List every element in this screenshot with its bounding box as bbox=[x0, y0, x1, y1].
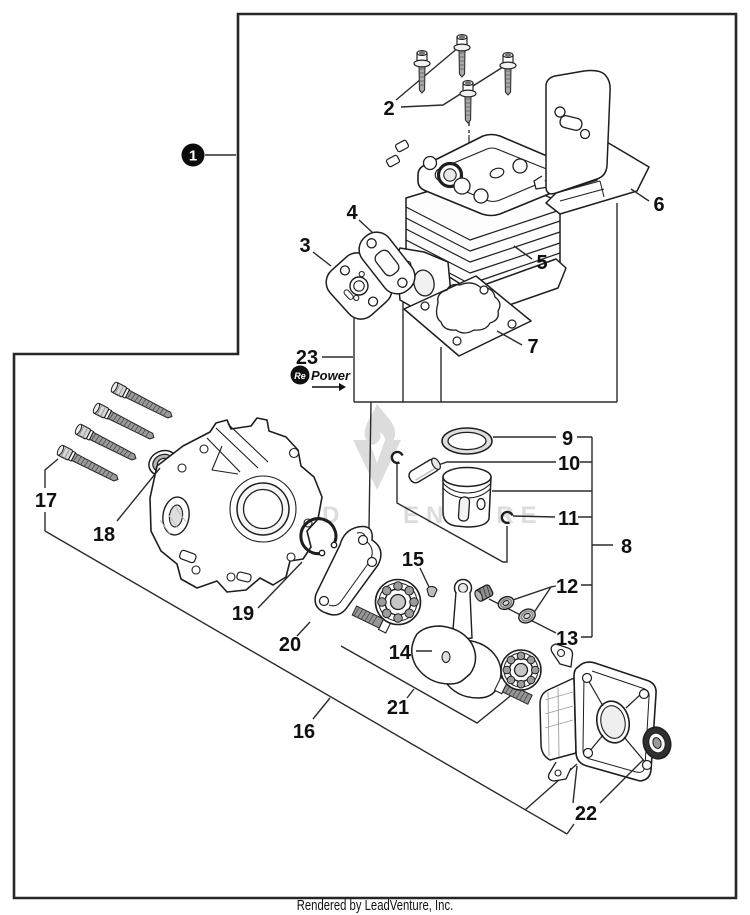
part-15-key bbox=[426, 585, 438, 598]
bolt-icon bbox=[55, 443, 122, 486]
callout-21[interactable]: 21 bbox=[387, 697, 409, 719]
callout-3[interactable]: 3 bbox=[299, 235, 310, 257]
watermark-v-icon bbox=[353, 440, 401, 490]
callout-18[interactable]: 18 bbox=[93, 524, 115, 546]
callout-15[interactable]: 15 bbox=[402, 549, 424, 571]
repower-arrow-icon bbox=[339, 383, 346, 391]
callout-23[interactable]: 23 bbox=[296, 347, 318, 369]
callout-17[interactable]: 17 bbox=[35, 490, 57, 512]
callout-6[interactable]: 6 bbox=[653, 194, 664, 216]
repower-re-text: Re bbox=[294, 371, 306, 381]
part-12-washer bbox=[497, 595, 515, 611]
gasket-kit-bracket-lines bbox=[322, 203, 618, 529]
part-16-crankcase-half-right bbox=[539, 643, 657, 782]
callout-2[interactable]: 2 bbox=[383, 98, 394, 120]
part-22-oil-seal bbox=[642, 726, 672, 760]
callout-16[interactable]: 16 bbox=[293, 721, 315, 743]
part-12-washer bbox=[518, 608, 536, 624]
callout-19[interactable]: 19 bbox=[232, 603, 254, 625]
callout-11[interactable]: 11 bbox=[558, 508, 579, 530]
part-19-snap-ring bbox=[299, 517, 338, 557]
part-6-muffler-bracket bbox=[533, 69, 650, 215]
part-7-cylinder-gasket bbox=[403, 275, 532, 357]
callout-12[interactable]: 12 bbox=[556, 576, 578, 598]
part-20-crankcase-gasket bbox=[314, 525, 382, 616]
callout-labels: 2 3 4 5 6 7 8 9 10 11 12 13 14 15 16 17 … bbox=[35, 98, 665, 825]
callout-1-badge bbox=[181, 143, 205, 167]
part-16-crankcase-half-left bbox=[149, 417, 323, 593]
part-21-ball-bearing-right bbox=[500, 649, 542, 691]
callout-22[interactable]: 22 bbox=[575, 803, 597, 825]
callout-1-group: 1 bbox=[181, 143, 236, 167]
leader-lines bbox=[116, 188, 650, 804]
callout-8[interactable]: 8 bbox=[621, 536, 632, 558]
callout-14[interactable]: 14 bbox=[389, 642, 412, 664]
repower-kit-badge: Re Power bbox=[290, 365, 351, 391]
figure-border bbox=[12, 12, 738, 900]
part-13-needle-bushing bbox=[474, 584, 494, 602]
callout-1[interactable]: 1 bbox=[189, 148, 197, 165]
watermark-flame-icon bbox=[364, 404, 396, 449]
part-14-crankshaft bbox=[351, 578, 533, 705]
bolt-icon bbox=[499, 51, 517, 96]
callout-10[interactable]: 10 bbox=[558, 453, 580, 475]
part-5-cylinder bbox=[385, 133, 569, 346]
render-credit: Rendered by LeadVenture, Inc. bbox=[297, 897, 454, 914]
bolt-icon bbox=[413, 49, 431, 94]
callout-20[interactable]: 20 bbox=[279, 634, 301, 656]
crankcase-group-lines bbox=[44, 458, 578, 835]
callout-9[interactable]: 9 bbox=[562, 428, 573, 450]
part-11-circlip-left bbox=[390, 450, 404, 465]
callout-13[interactable]: 13 bbox=[556, 628, 578, 650]
bolt-icon bbox=[453, 33, 471, 78]
piston-group-lines bbox=[396, 436, 613, 638]
callout-7[interactable]: 7 bbox=[527, 336, 538, 358]
callout-4[interactable]: 4 bbox=[346, 202, 358, 224]
part-21-ball-bearing-left bbox=[374, 578, 422, 626]
part-9-piston-ring bbox=[441, 427, 493, 455]
callout-5[interactable]: 5 bbox=[536, 252, 547, 274]
repower-circle-icon bbox=[290, 365, 310, 385]
bolt-icon bbox=[459, 79, 477, 124]
part-11-circlip-right bbox=[500, 510, 514, 525]
part-4-intake-gasket bbox=[358, 231, 416, 295]
footer: Rendered by LeadVenture, Inc. bbox=[297, 897, 454, 914]
part-10-piston-pin bbox=[408, 457, 441, 484]
part-piston bbox=[442, 466, 492, 528]
repower-power-text: Power bbox=[311, 368, 351, 383]
